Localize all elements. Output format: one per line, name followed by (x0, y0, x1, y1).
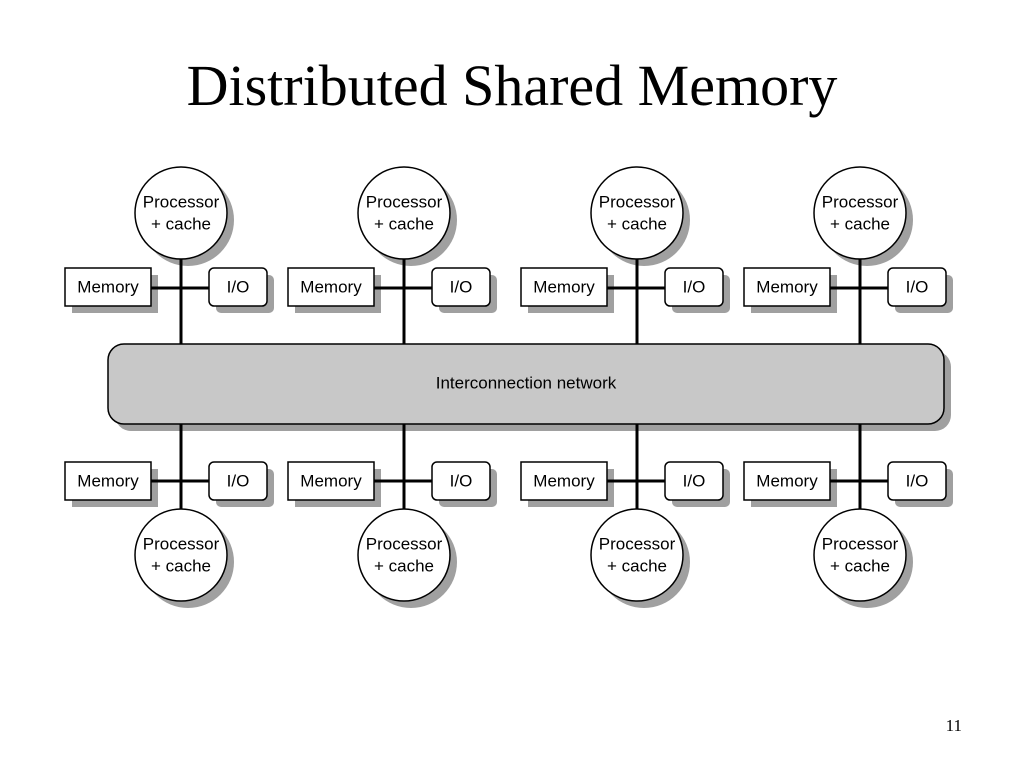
slide-number: 11 (945, 716, 962, 735)
top-node-2-processor-label-line1: Processor (366, 193, 443, 212)
bottom-node-2-processor-label-line2: + cache (374, 557, 434, 576)
top-node-3-io-box (664, 267, 724, 307)
top-node-4-processor-label-line1: Processor (822, 193, 899, 212)
bottom-node-2-io-box (431, 461, 491, 501)
bottom-node-1-processor-node (134, 508, 228, 602)
bottom-node-3-io-box (664, 461, 724, 501)
bottom-node-4-memory-label: Memory (756, 472, 818, 491)
bottom-node-4-processor-node (813, 508, 907, 602)
bottom-node-1-io-label: I/O (227, 472, 250, 491)
bottom-node-3-processor-label-line1: Processor (599, 535, 676, 554)
bottom-node-1-processor-label-line1: Processor (143, 535, 220, 554)
bottom-node-4-processor-label-line1: Processor (822, 535, 899, 554)
top-node-2-io-box (431, 267, 491, 307)
bottom-node-3-memory-box (520, 461, 608, 501)
top-node-3-processor-node (590, 166, 684, 260)
bottom-node-2-processor-node (357, 508, 451, 602)
top-node-2-processor-node (357, 166, 451, 260)
bottom-node-2-io-label: I/O (450, 472, 473, 491)
top-node-4-io-box (887, 267, 947, 307)
top-node-2-memory-box (287, 267, 375, 307)
top-node-3-memory-label: Memory (533, 278, 595, 297)
bottom-node-1-memory-label: Memory (77, 472, 139, 491)
network-label: Interconnection network (436, 374, 617, 393)
bottom-node-2-memory-label: Memory (300, 472, 362, 491)
bottom-node-3-processor-node (590, 508, 684, 602)
top-node-1-memory-box (64, 267, 152, 307)
slide-title: Distributed Shared Memory (186, 53, 838, 118)
top-node-3-memory-box (520, 267, 608, 307)
bottom-node-1-io-box (208, 461, 268, 501)
bottom-node-1-memory-box (64, 461, 152, 501)
top-node-4-processor-node (813, 166, 907, 260)
top-node-4-processor-label-line2: + cache (830, 215, 890, 234)
top-node-4-memory-box (743, 267, 831, 307)
top-node-2-io-label: I/O (450, 278, 473, 297)
bottom-node-2-processor-label-line1: Processor (366, 535, 443, 554)
top-node-1-processor-node (134, 166, 228, 260)
top-node-1-io-label: I/O (227, 278, 250, 297)
top-node-1-processor-label-line1: Processor (143, 193, 220, 212)
top-node-4-memory-label: Memory (756, 278, 818, 297)
top-node-1-io-box (208, 267, 268, 307)
top-node-2-processor-label-line2: + cache (374, 215, 434, 234)
interconnection-network (107, 343, 945, 425)
bottom-node-2-memory-box (287, 461, 375, 501)
top-node-1-memory-label: Memory (77, 278, 139, 297)
bottom-node-4-processor-label-line2: + cache (830, 557, 890, 576)
bottom-node-4-io-box (887, 461, 947, 501)
bottom-node-3-processor-label-line2: + cache (607, 557, 667, 576)
bottom-node-1-processor-label-line2: + cache (151, 557, 211, 576)
top-node-1-processor-label-line2: + cache (151, 215, 211, 234)
top-node-3-processor-label-line2: + cache (607, 215, 667, 234)
top-node-3-processor-label-line1: Processor (599, 193, 676, 212)
bottom-node-3-io-label: I/O (683, 472, 706, 491)
top-node-4-io-label: I/O (906, 278, 929, 297)
bottom-node-4-io-label: I/O (906, 472, 929, 491)
bottom-node-4-memory-box (743, 461, 831, 501)
bottom-node-3-memory-label: Memory (533, 472, 595, 491)
top-node-2-memory-label: Memory (300, 278, 362, 297)
top-node-3-io-label: I/O (683, 278, 706, 297)
